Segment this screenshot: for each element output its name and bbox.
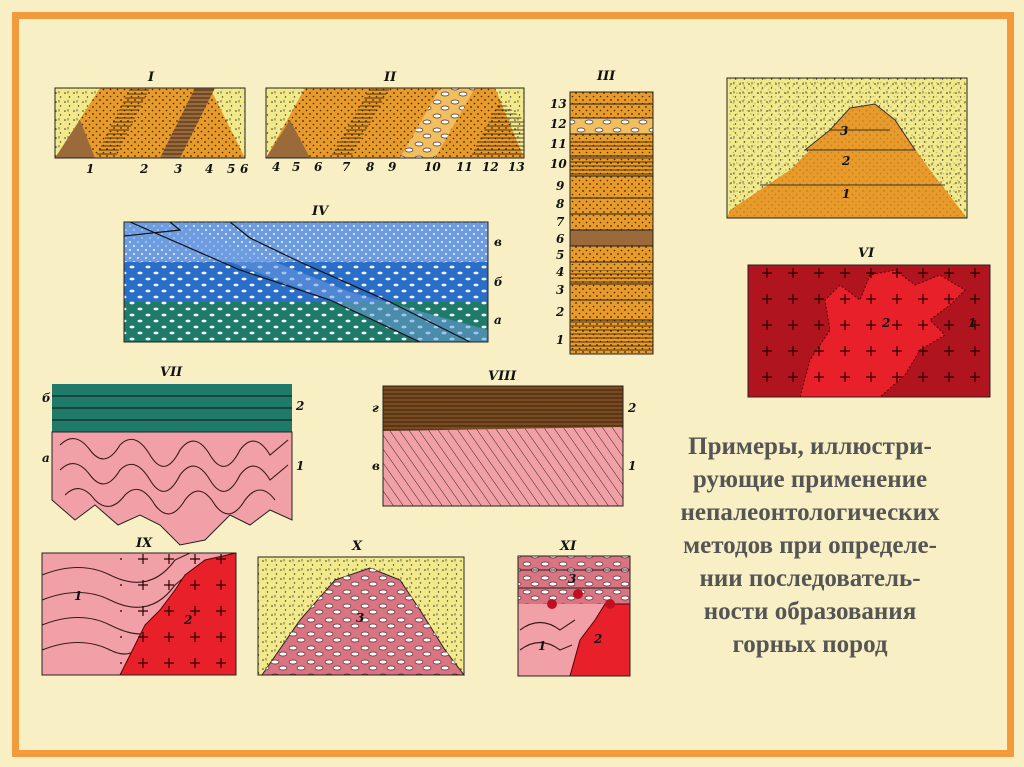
label-VIII-g: г <box>372 401 379 415</box>
label-XI-2: 2 <box>593 632 602 646</box>
panel-IV: IV в б а <box>124 204 503 342</box>
label-VII-1: 1 <box>296 459 304 473</box>
panel-V: 3 2 1 <box>727 78 967 218</box>
label-II-13: 13 <box>508 160 525 174</box>
label-III-7: 7 <box>556 215 565 229</box>
label-XI-1: 1 <box>538 639 546 653</box>
panel-X: X 3 <box>258 539 464 675</box>
label-X-3: 3 <box>356 611 364 625</box>
panel-VIII-title: VIII <box>488 369 517 384</box>
panel-XI-title: XI <box>559 539 577 554</box>
panel-VIII: VIII г в 2 1 <box>372 369 636 506</box>
label-III-11: 11 <box>550 137 567 151</box>
label-II-4: 4 <box>272 160 280 174</box>
label-II-10: 10 <box>424 160 441 174</box>
label-VII-b: б <box>42 391 51 405</box>
label-III-8: 8 <box>556 197 565 211</box>
label-VII-a: а <box>42 451 50 465</box>
label-V-2: 2 <box>841 154 850 168</box>
label-III-13: 13 <box>550 97 567 111</box>
panel-III-title: III <box>596 69 616 84</box>
label-VI-1: 1 <box>968 316 976 330</box>
caption-line: Примеры, иллюстри- <box>650 430 970 463</box>
label-II-8: 8 <box>366 160 375 174</box>
caption-line: непалеонтологических <box>650 496 970 529</box>
label-I-4: 4 <box>205 162 213 176</box>
label-VI-2: 2 <box>881 316 890 330</box>
label-II-11: 11 <box>456 160 473 174</box>
panel-VII: VII б а 2 1 <box>42 365 304 545</box>
panel-I: I 1 2 3 4 5 6 <box>55 70 249 176</box>
label-IX-2: 2 <box>183 613 192 627</box>
label-II-9: 9 <box>388 160 397 174</box>
label-I-1: 1 <box>86 162 94 176</box>
panel-IV-title: IV <box>311 204 330 219</box>
label-I-6: 6 <box>240 162 249 176</box>
panel-II: II 4 5 6 7 8 9 10 11 12 <box>266 70 525 174</box>
label-V-1: 1 <box>842 187 850 201</box>
label-VIII-1: 1 <box>628 459 636 473</box>
label-XI-3: 3 <box>568 572 576 586</box>
caption-line: горных пород <box>650 628 970 661</box>
label-III-4: 4 <box>556 265 564 279</box>
label-III-1: 1 <box>556 333 564 347</box>
label-II-6: 6 <box>314 160 323 174</box>
label-IX-1: 1 <box>74 589 82 603</box>
label-III-12: 12 <box>550 117 567 131</box>
label-I-5: 5 <box>227 162 235 176</box>
panel-VI: VI 2 1 <box>748 246 990 397</box>
label-I-2: 2 <box>139 162 148 176</box>
panel-XI: XI 3 1 2 <box>518 539 630 676</box>
label-III-5: 5 <box>556 248 564 262</box>
label-II-5: 5 <box>292 160 300 174</box>
label-V-3: 3 <box>840 124 848 138</box>
label-III-9: 9 <box>556 179 565 193</box>
label-IV-a: а <box>494 313 502 327</box>
panel-I-title: I <box>147 70 155 85</box>
label-III-3: 3 <box>556 283 564 297</box>
label-III-6: 6 <box>556 232 565 246</box>
panel-X-title: X <box>351 539 363 554</box>
caption-text: Примеры, иллюстри- рующие применение неп… <box>650 430 970 661</box>
label-II-7: 7 <box>342 160 351 174</box>
panel-VI-title: VI <box>858 246 875 261</box>
label-I-3: 3 <box>174 162 182 176</box>
caption-line: нии последователь- <box>650 562 970 595</box>
panel-III: III <box>550 69 653 354</box>
caption-line: методов при определе- <box>650 529 970 562</box>
label-IV-b: б <box>494 275 503 289</box>
caption-line: рующие применение <box>650 463 970 496</box>
panel-IX: IX 1 2 <box>42 536 236 675</box>
panel-VII-title: VII <box>160 365 183 380</box>
panel-II-title: II <box>383 70 397 85</box>
label-III-10: 10 <box>550 157 567 171</box>
panel-IX-title: IX <box>135 536 153 551</box>
label-VIII-v: в <box>372 459 380 473</box>
label-IV-v: в <box>494 235 502 249</box>
label-VII-2: 2 <box>295 399 304 413</box>
label-III-2: 2 <box>555 305 564 319</box>
label-II-12: 12 <box>482 160 499 174</box>
label-VIII-2: 2 <box>627 401 636 415</box>
caption-line: ности образования <box>650 595 970 628</box>
